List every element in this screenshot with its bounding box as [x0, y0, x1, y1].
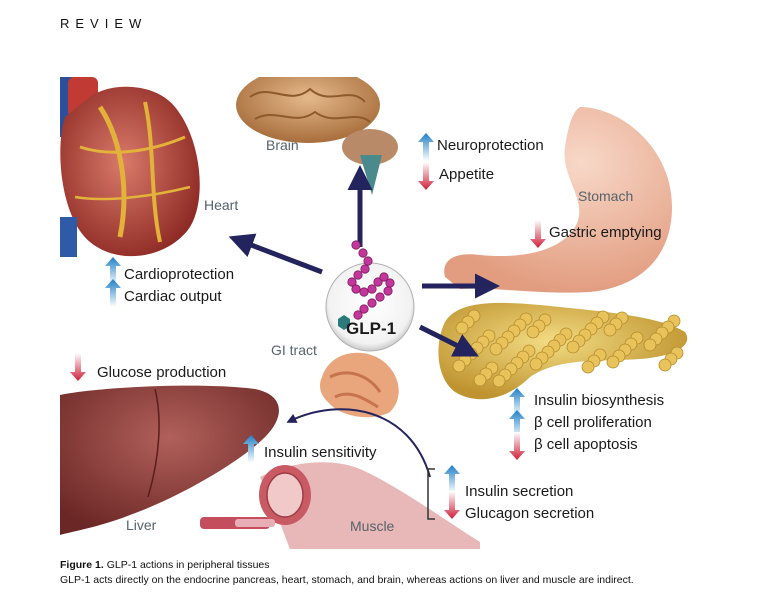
pancreas-lobule: [526, 325, 540, 339]
effect-insulin-secretion: Insulin secretion: [465, 483, 574, 500]
pancreas-lobule: [581, 360, 595, 374]
stomach-illustration: [444, 107, 672, 293]
brain-illustration: [236, 77, 398, 195]
effect-pancreas-secretion-1-down-arrow-icon: [444, 491, 460, 524]
section-header: REVIEW: [60, 16, 148, 31]
pancreas-lobule: [492, 374, 506, 388]
figure-number: Figure 1.: [60, 559, 104, 571]
organ-label-muscle: Muscle: [350, 518, 395, 534]
pancreas-lobule: [455, 321, 469, 335]
effect-insulin-biosynthesis: Insulin biosynthesis: [534, 392, 665, 409]
effect-beta-cell-apoptosis: β cell apoptosis: [534, 436, 638, 453]
pancreas-lobule: [489, 342, 503, 356]
effect-heart-1-up-arrow-icon: [105, 279, 121, 312]
figure-title: GLP-1 actions in peripheral tissues: [106, 559, 270, 571]
pancreas-lobule: [529, 357, 543, 371]
effect-stomach-0-down-arrow-icon: [530, 220, 546, 253]
peptide-bead: [367, 284, 377, 294]
peptide-bead: [359, 304, 369, 314]
glp1-peptide-chain: [338, 240, 395, 330]
effect-brain-neuroprotection: Neuroprotection: [437, 137, 544, 154]
figure-caption-text: GLP-1 acts directly on the endocrine pan…: [60, 574, 634, 586]
effect-stomach-gastric-emptying: Gastric emptying: [549, 224, 662, 241]
peptide-bead: [351, 240, 361, 250]
peptide-bead: [385, 278, 395, 288]
effect-heart-cardioprotection: Cardioprotection: [124, 266, 235, 283]
pancreas-lobule: [473, 373, 487, 387]
pancreas-lobule: [606, 355, 620, 369]
effect-brain-1-down-arrow-icon: [418, 162, 434, 195]
effect-beta-cell-proliferation: β cell proliferation: [534, 414, 652, 431]
pancreas-lobule: [603, 323, 617, 337]
effect-pancreas-secretion-0-up-arrow-icon: [444, 465, 460, 498]
peptide-bead: [347, 277, 357, 287]
organ-label-liver: Liver: [126, 517, 157, 533]
effect-glucagon-secretion: Glucagon secretion: [465, 505, 595, 522]
peptide-bead: [359, 287, 369, 297]
organ-label-stomach: Stomach: [578, 188, 634, 204]
peptide-bead: [383, 286, 393, 296]
gi-tract-illustration: [320, 352, 399, 418]
pancreas-lobule: [566, 340, 580, 354]
peptide-bead: [363, 256, 373, 266]
effect-heart-cardiac-output: Cardiac output: [124, 288, 222, 305]
pancreas-lobules: [452, 309, 684, 388]
peptide-bead: [351, 284, 361, 294]
pancreas-lobule: [658, 358, 672, 372]
organ-label-gi-tract: GI tract: [271, 342, 317, 358]
figure-illustration: [60, 77, 688, 549]
peptide-bead: [375, 292, 385, 302]
pancreas-lobule: [643, 338, 657, 352]
glp1-actions-figure: Brain Heart Stomach GI tract Liver Muscl…: [60, 77, 700, 549]
peptide-bead: [353, 310, 363, 320]
effect-brain-appetite: Appetite: [439, 166, 495, 183]
effect-liver-0-down-arrow-icon: [70, 353, 86, 386]
effect-muscle-0-up-arrow-icon: [243, 435, 259, 468]
effect-heart-0-up-arrow-icon: [105, 257, 121, 290]
peptide-bead: [358, 248, 368, 258]
organ-label-brain: Brain: [266, 137, 299, 153]
effect-liver-glucose-production: Glucose production: [97, 364, 227, 381]
fatty-acid-moiety: [338, 315, 350, 330]
heart-illustration: [60, 77, 200, 257]
peptide-bead: [373, 277, 383, 287]
figure-caption-title: Figure 1. GLP-1 actions in peripheral ti…: [60, 559, 270, 571]
peptide-bead: [379, 272, 389, 282]
effect-pancreas-cells-0-up-arrow-icon: [509, 388, 525, 421]
peptide-bead: [360, 264, 370, 274]
connector-arrows: [228, 165, 500, 520]
effect-pancreas-cells-1-up-arrow-icon: [509, 410, 525, 443]
organ-label-heart: Heart: [204, 197, 239, 213]
peptide-bead: [367, 298, 377, 308]
glp1-label: GLP-1: [346, 319, 397, 338]
pancreas-lobule: [452, 359, 466, 373]
effect-pancreas-cells-2-down-arrow-icon: [509, 432, 525, 465]
peptide-bead: [353, 270, 363, 280]
effect-brain-0-up-arrow-icon: [418, 133, 434, 166]
effect-muscle-insulin-sensitivity: Insulin sensitivity: [264, 444, 377, 461]
liver-illustration: [60, 385, 279, 535]
muscle-illustration: [200, 462, 480, 549]
